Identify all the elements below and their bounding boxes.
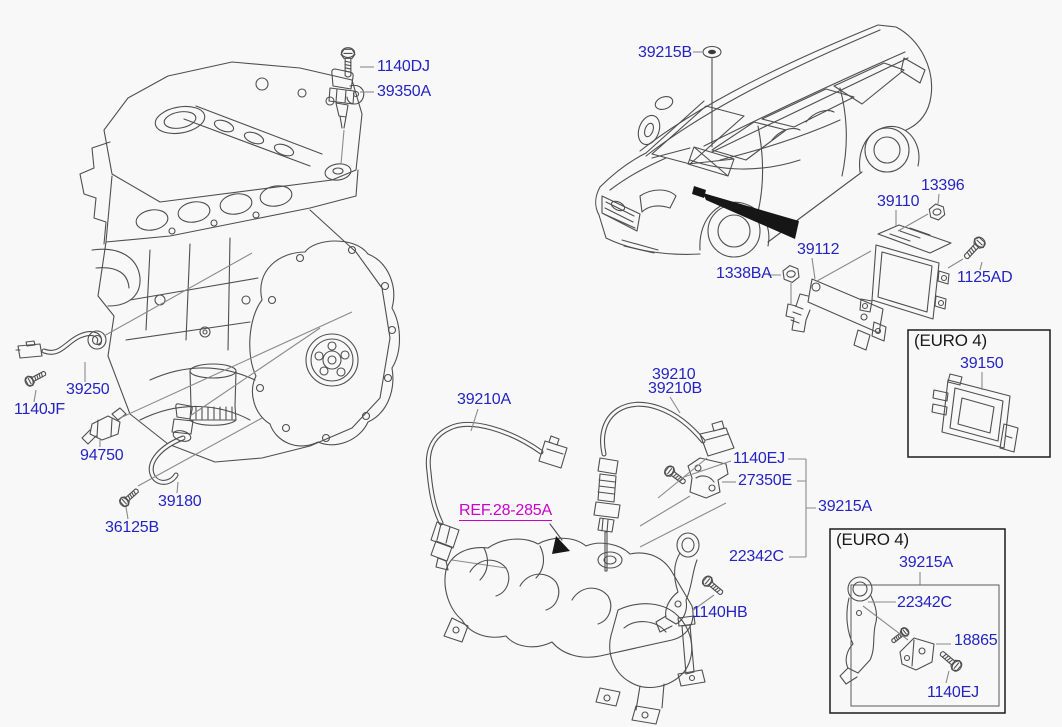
oil-pressure-switch-94750 <box>82 408 126 444</box>
part-label-18865: 18865 <box>954 632 998 649</box>
part-label-13396: 13396 <box>921 177 965 194</box>
leader-lines <box>34 52 982 683</box>
knock-sensor-39250 <box>16 331 106 358</box>
euro4-bracket-box-caption: (EURO 4) <box>836 530 910 549</box>
ref-arrowhead <box>552 536 570 554</box>
euro4-ecm-box-border <box>908 330 1050 457</box>
bolt-1140hb <box>700 573 727 599</box>
part-label-39215a: 39215A <box>818 498 872 515</box>
euro4-ecm-box-caption: (EURO 4) <box>914 331 988 350</box>
bolt-1125ad <box>960 234 988 263</box>
part-label-1140ej: 1140EJ <box>733 450 785 467</box>
nut-13396 <box>928 202 946 222</box>
car-illustration <box>596 25 932 257</box>
ecm-39110 <box>860 225 951 319</box>
part-label-39210: 39210 <box>652 366 696 383</box>
exhaust-manifold-illustration <box>444 538 705 724</box>
location-arrow <box>703 193 799 239</box>
part-label-1140hb: 1140HB <box>692 604 748 621</box>
part-label-22342c-euro4: 22342C <box>897 594 952 611</box>
part-label-39150: 39150 <box>960 355 1004 372</box>
temp-sensor-39350a <box>329 69 364 128</box>
part-label-1125ad: 1125AD <box>957 269 1013 286</box>
part-label-39215b: 39215B <box>638 44 692 61</box>
bolt-1140dj <box>340 47 356 78</box>
part-label-27350e: 27350E <box>738 472 792 489</box>
euro4-bracket-inner-box <box>851 585 999 706</box>
part-label-39110: 39110 <box>877 193 920 210</box>
part-label-1338ba: 1338BA <box>716 265 772 282</box>
part-label-36125b: 36125B <box>105 519 159 536</box>
nut-1338ba <box>781 263 801 285</box>
oxygen-sensor-39210 <box>594 404 734 571</box>
part-label-39215a-euro4: 39215A <box>899 554 953 571</box>
part-label-1140dj: 1140DJ <box>377 58 430 75</box>
euro4-bracket-box-border <box>830 529 1005 713</box>
part-label-1140ej-euro4: 1140EJ <box>927 684 979 701</box>
reference-link-28-285a[interactable]: REF.28-285A <box>459 502 552 521</box>
part-label-39350a: 39350A <box>377 83 431 100</box>
crankshaft-sensor-39180 <box>151 404 193 483</box>
part-label-39210a: 39210A <box>457 391 511 408</box>
euro4-ecm-bracket-39150 <box>932 374 1018 452</box>
bracket-22342c <box>656 533 699 632</box>
part-label-39112: 39112 <box>797 241 840 258</box>
part-label-39180: 39180 <box>158 493 202 510</box>
engine-illustration <box>80 62 400 462</box>
ref-arrow-line <box>550 524 562 540</box>
part-label-39210b: 39210B <box>648 380 702 397</box>
grommet-39215b <box>703 47 721 148</box>
part-label-22342c: 22342C <box>729 548 784 565</box>
part-label-39250: 39250 <box>66 381 110 398</box>
oxygen-sensor-39210a <box>428 424 567 570</box>
bolt-36125b <box>117 485 142 509</box>
part-label-1140jf: 1140JF <box>14 401 65 418</box>
ecm-bracket-39112 <box>786 279 886 350</box>
part-label-94750: 94750 <box>80 447 124 464</box>
bolt-1140jf <box>22 367 49 389</box>
